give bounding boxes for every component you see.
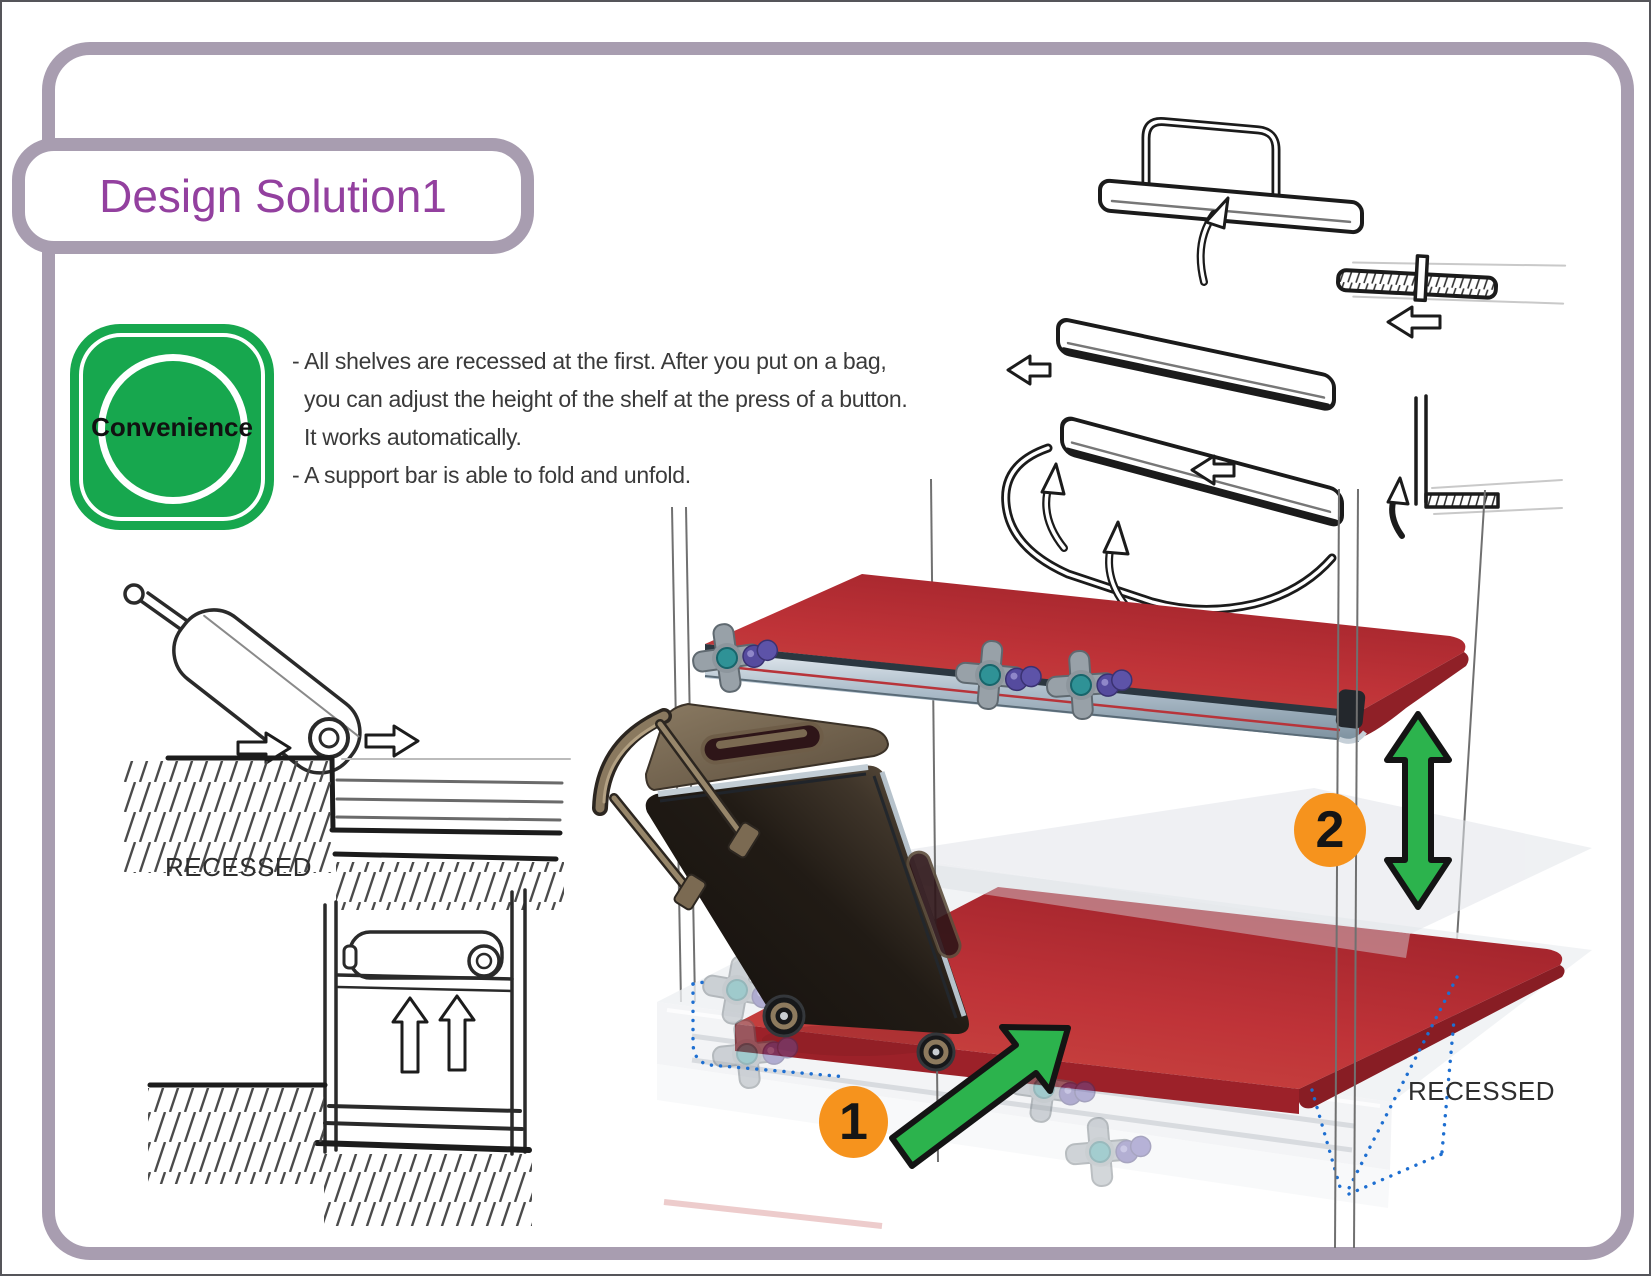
wheel-icon (467, 944, 501, 978)
dotted-outline-left (691, 979, 712, 986)
suitcase-wheel (762, 994, 806, 1038)
hatching (148, 1088, 324, 1184)
dotted-outline-right (1440, 1018, 1456, 1154)
dotted-outline-right (1345, 975, 1459, 1194)
intro-text: - All shelves are recessed at the first.… (292, 342, 952, 494)
step-2-marker: 2 (1294, 793, 1366, 867)
handle-knob (123, 583, 145, 605)
rotate-arrow-icon (1040, 462, 1066, 496)
slide-left-arrow-icon (1006, 354, 1052, 386)
up-arrow-icon (391, 996, 429, 1074)
case-trim (657, 764, 869, 797)
suspension-wires-front (1334, 488, 1359, 1249)
suitcase-3d (592, 702, 969, 1072)
step-2-number: 2 (1315, 801, 1345, 859)
intro-line: - All shelves are recessed at the first.… (292, 348, 887, 374)
hatching (122, 761, 332, 873)
rotate-arrow-icon (1386, 476, 1410, 506)
wheel-icon (308, 717, 350, 759)
hatching (336, 862, 564, 910)
dotted-outline-left (691, 982, 849, 1079)
bar-unfold-detail (1386, 394, 1563, 539)
slide-left-arrow-icon (1386, 305, 1442, 339)
sliding-bar (1335, 254, 1567, 305)
intro-line: It works automatically. (304, 424, 522, 450)
title-box: Design Solution1 (12, 138, 534, 254)
suitcase-shadow (762, 1024, 952, 1056)
shelf-rail (705, 647, 1359, 742)
carry-handle (700, 721, 824, 765)
side-handle (906, 850, 962, 959)
rail-end-cap (1335, 689, 1366, 729)
dotted-outline-right (1347, 1152, 1444, 1196)
recessed-label-left: RECESSED (165, 852, 313, 882)
hatching (324, 1154, 532, 1226)
rotate-arrow-icon (1204, 196, 1230, 230)
dotted-outline-right (1310, 1088, 1344, 1196)
push-right-arrow-icon (364, 724, 420, 758)
support-bar-fold-sketch (1001, 116, 1567, 615)
up-down-arrow (1384, 711, 1452, 910)
insert-arrow (889, 1024, 1071, 1169)
page-title: Design Solution1 (99, 170, 447, 222)
intro-line: - A support bar is able to fold and unfo… (292, 462, 691, 488)
shelf-3d-illustration (592, 478, 1592, 1249)
badge-label: Convenience (91, 411, 253, 442)
sketch-shelf-top (1098, 178, 1364, 235)
badge-circle-icon (98, 354, 248, 504)
suitcase-wheel (916, 1032, 956, 1072)
recess-step-sketch (122, 583, 571, 910)
rotate-arrow-icon (1102, 520, 1130, 556)
recessed-label-right: RECESSED (1408, 1076, 1556, 1106)
up-arrow-icon (438, 994, 476, 1072)
convenience-badge: Convenience (70, 324, 274, 530)
step-1-number: 1 (839, 1093, 868, 1151)
step-1-marker: 1 (819, 1086, 888, 1158)
slide-frame-border (42, 42, 1634, 1260)
slide-left-arrow-icon (1190, 454, 1236, 486)
badge-outline (79, 333, 265, 521)
intro-line: you can adjust the height of the shelf a… (304, 386, 908, 412)
recess-compartment-sketch (147, 888, 532, 1226)
